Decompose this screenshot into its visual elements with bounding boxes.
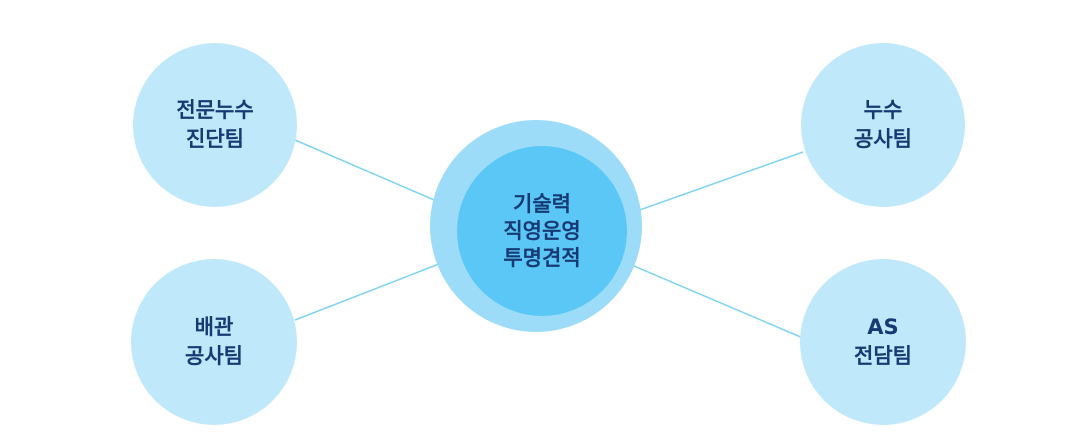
node-label-line: 전담팀	[854, 344, 912, 368]
node-label-line: 배관	[194, 315, 234, 339]
connector-top-right	[633, 151, 804, 213]
node-label-line: 공사팀	[185, 344, 243, 368]
node-label-line: 전문누수	[176, 98, 254, 122]
node-pipe-construction-team: 배관 공사팀	[131, 259, 297, 425]
connector-bottom-left	[294, 254, 463, 321]
node-label-line: 공사팀	[854, 127, 912, 151]
node-leak-construction-team: 누수 공사팀	[801, 43, 965, 207]
connector-bottom-right	[633, 265, 804, 339]
node-label-line: 진단팀	[186, 127, 244, 151]
node-expert-leak-diagnosis-team: 전문누수 진단팀	[133, 43, 297, 207]
center-label-line: 직영운영	[503, 218, 581, 243]
node-label-line: AS	[867, 315, 899, 339]
node-as-dedicated-team: AS 전담팀	[800, 259, 966, 425]
center-label-line: 기술력	[513, 191, 571, 216]
center-hub: 기술력 직영운영 투명견적	[457, 146, 627, 316]
node-label-line: 누수	[863, 98, 903, 122]
center-label-line: 투명견적	[503, 245, 581, 270]
